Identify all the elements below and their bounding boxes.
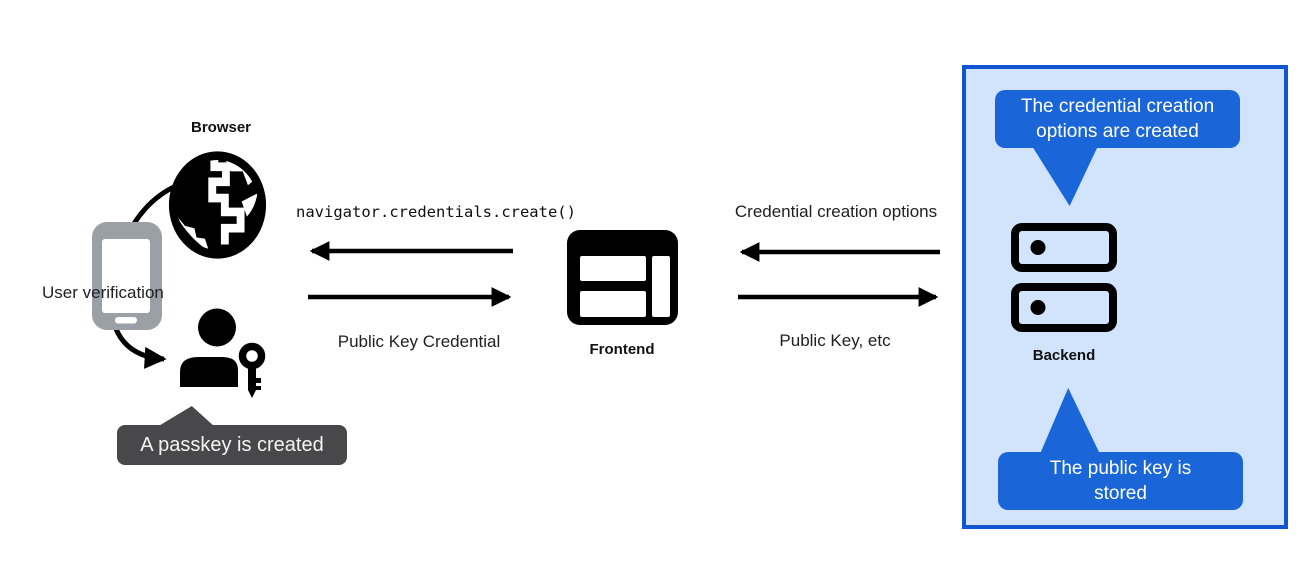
phone-icon [92,222,162,330]
browser-label: Browser [190,119,252,136]
passkey-tooltip: A passkey is created [117,425,347,465]
public-key-credential-label: Public Key Credential [337,332,501,351]
user-verification-label: User verification [42,283,164,302]
stored-bubble: The public key is stored [998,452,1243,510]
browser-window-icon [567,230,678,325]
stored-bubble-line1: The public key is [1049,458,1192,479]
credential-creation-options-label: Credential creation options [734,202,938,221]
person-key-icon [180,308,266,398]
globe-icon [168,151,267,259]
options-bubble: The credential creation options are crea… [995,90,1240,148]
options-bubble-line2: options are created [1036,121,1199,142]
frontend-label: Frontend [589,341,655,358]
api-call-label: navigator.credentials.create() [296,203,576,221]
options-bubble-line1: The credential creation [1020,96,1215,117]
tooltip-pointer [157,406,215,427]
passkey-tooltip-text: A passkey is created [140,433,324,456]
stored-bubble-line2: stored [1094,483,1147,504]
backend-label: Backend [1032,347,1096,364]
server-icon [1011,223,1117,332]
public-key-etc-label: Public Key, etc [779,331,891,350]
